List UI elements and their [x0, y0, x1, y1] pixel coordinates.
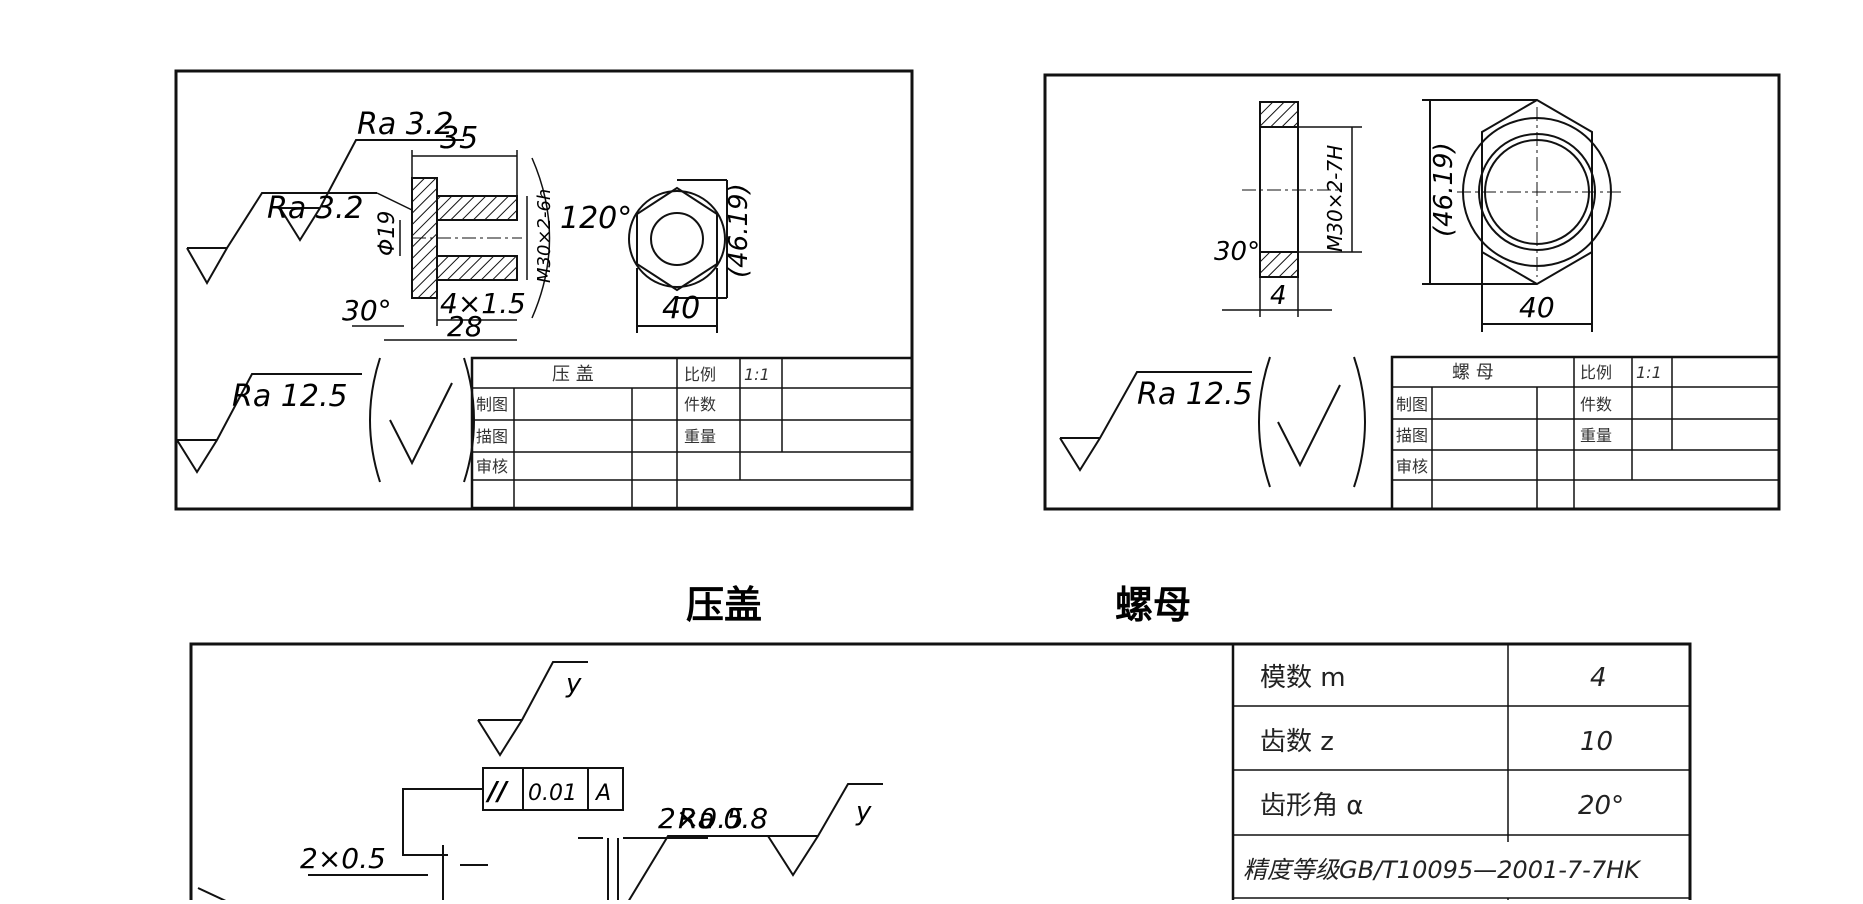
- dim-angle-120: 120°: [560, 201, 632, 236]
- dim-lines-1: [352, 150, 551, 341]
- param-label-accuracy: 精度等级GB/T10095—2001-7-7HK: [1243, 856, 1642, 884]
- tb1-qty-label: 件数: [684, 395, 716, 414]
- dim-flats-1: 40: [662, 291, 700, 326]
- param-value-module: 4: [1590, 663, 1607, 693]
- dim-chamfer-30: 30°: [342, 294, 392, 327]
- hex-end-view-1: [628, 179, 728, 333]
- title-block-1: [470, 356, 914, 510]
- tb2-drawn-label: 制图: [1396, 395, 1428, 414]
- hex-end-view-2: [1422, 98, 1622, 332]
- param-table: [1231, 644, 1690, 902]
- roughness-general-2: [1059, 356, 1366, 488]
- roughness-general-text-2: Ra 12.5: [1137, 377, 1253, 412]
- chamfer-left: 2×0.5: [300, 842, 386, 875]
- dim-groove: 4×1.5: [440, 287, 526, 320]
- dim-bore: Φ19: [375, 211, 400, 256]
- chamfer-right: 2×0.5: [658, 802, 744, 835]
- dim-shoulder-28: 28: [447, 310, 483, 343]
- nut-section: [1242, 101, 1342, 278]
- param-value-teeth: 10: [1580, 727, 1613, 757]
- param-value-angle: 20°: [1578, 791, 1624, 821]
- param-label-angle: 齿形角 α: [1260, 791, 1363, 821]
- tb1-scale-value: 1:1: [744, 365, 770, 384]
- tb1-part-name: 压 盖: [552, 364, 594, 385]
- roughness-general-1: [176, 357, 475, 483]
- tb2-scale-label: 比例: [1580, 363, 1612, 382]
- title-block-2: [1390, 355, 1781, 511]
- tb1-weight-label: 重量: [684, 427, 716, 446]
- drawing-gear-shaft-svg: 模数 m 4 齿数 z 10 齿形角 α 20° 精度等级GB/T10095—2…: [189, 642, 1692, 903]
- dim-length-35: 35: [440, 121, 478, 156]
- tb2-qty-label: 件数: [1580, 395, 1612, 414]
- param-label-teeth: 齿数 z: [1260, 727, 1334, 757]
- drawing-gear-shaft: 模数 m 4 齿数 z 10 齿形角 α 20° 精度等级GB/T10095—2…: [188, 640, 1693, 903]
- dim-lines-2: [1222, 126, 1362, 317]
- roughness-top-text: Ra 3.2: [357, 107, 453, 142]
- gland-section: [411, 177, 522, 299]
- dim-thread-2: M30×2-7H: [1323, 145, 1347, 252]
- tb1-checked-label: 审核: [476, 457, 508, 476]
- roughness-general-text-1: Ra 12.5: [232, 379, 348, 414]
- tb2-weight-label: 重量: [1580, 426, 1612, 445]
- drawing-yagai-svg: Ra 3.2 Ra 3.2 35 Φ19 M30×2-6h 120° 4×1.5…: [174, 69, 914, 511]
- roughness-y2-text: y: [855, 797, 872, 827]
- dim-flats-2: 40: [1519, 291, 1555, 324]
- dim-width-4: 4: [1270, 281, 1287, 311]
- caption-yagai: 压盖: [686, 583, 763, 627]
- caption-luomu: 螺母: [1115, 583, 1192, 627]
- dim-corners-1: (46.19): [724, 183, 754, 278]
- drawing-border: [174, 69, 914, 511]
- roughness-symbol-top: [279, 139, 464, 242]
- roughness-ra-text: Ra 0.8: [678, 802, 768, 835]
- tolerance-datum: A: [594, 781, 611, 806]
- roughness-symbol-mid: [186, 192, 377, 286]
- tb1-drawn-label: 制图: [476, 395, 508, 414]
- tb2-checked-label: 审核: [1396, 457, 1428, 476]
- drawing-yagai: Ra 3.2 Ra 3.2 35 Φ19 M30×2-6h 120° 4×1.5…: [172, 68, 917, 514]
- tb2-part-name: 螺 母: [1452, 362, 1494, 383]
- dim-chamfer-30-2: 30°: [1214, 237, 1260, 267]
- tolerance-frame: [402, 767, 624, 856]
- roughness-mid-text: Ra 3.2: [267, 191, 363, 226]
- tolerance-symbol: //: [485, 777, 509, 807]
- tb2-scale-value: 1:1: [1636, 363, 1662, 382]
- dim-thread: M30×2-6h: [534, 189, 555, 283]
- roughness-y-text: y: [565, 669, 582, 699]
- shaft-outline: [197, 837, 708, 903]
- roughness-y-symbol: [477, 661, 588, 757]
- drawing-luomu-svg: M30×2-7H 30° 4 (46.19) 40 Ra 12.5: [1043, 73, 1781, 511]
- drawing-luomu: M30×2-7H 30° 4 (46.19) 40 Ra 12.5: [1042, 72, 1782, 512]
- param-label-module: 模数 m: [1260, 663, 1346, 693]
- roughness-ra-symbol: [627, 783, 883, 903]
- tolerance-value: 0.01: [528, 781, 577, 806]
- tb2-traced-label: 描图: [1396, 426, 1428, 445]
- dim-corners-2: (46.19): [1429, 142, 1459, 237]
- tb1-scale-label: 比例: [684, 365, 716, 384]
- tb1-traced-label: 描图: [476, 427, 508, 446]
- drawing-border: [189, 642, 1692, 902]
